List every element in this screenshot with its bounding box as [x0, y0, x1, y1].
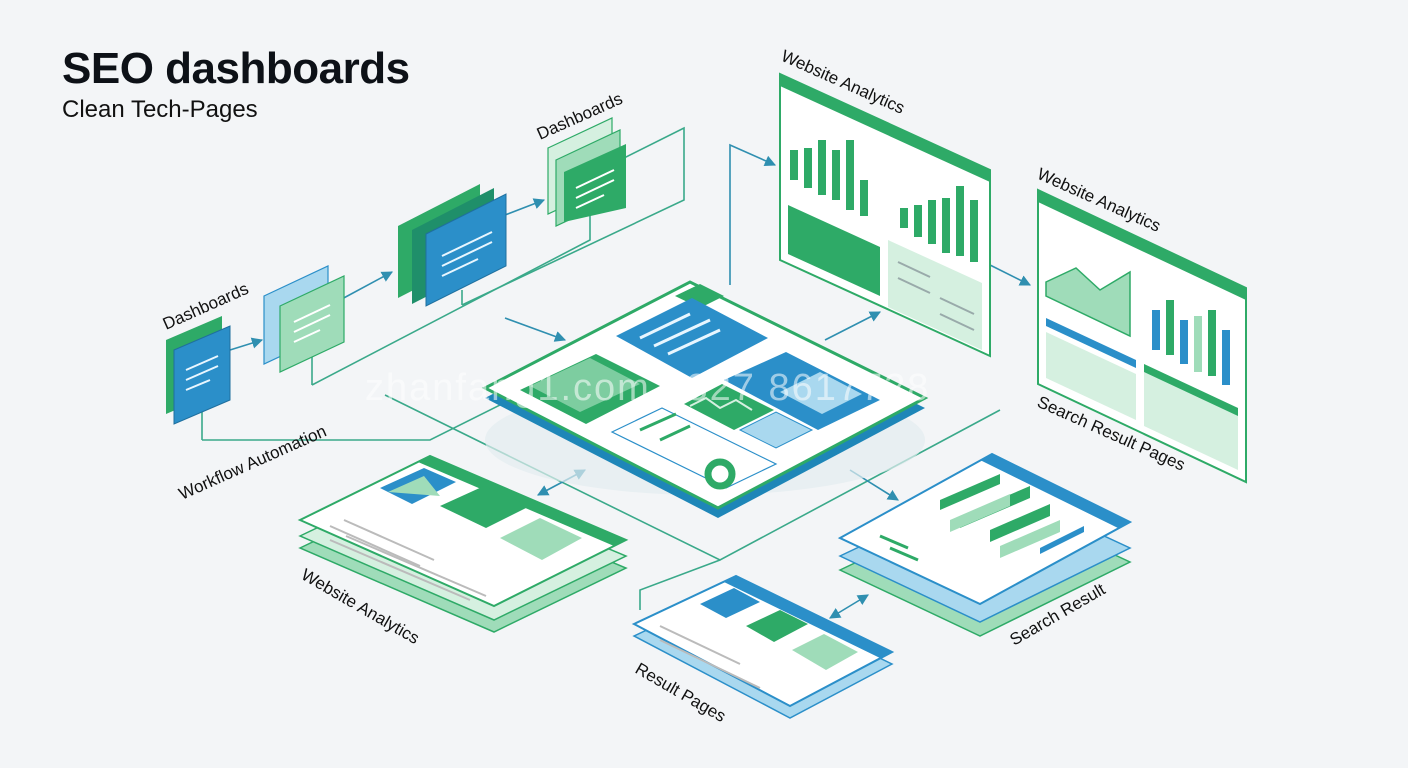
central-dashboard: [481, 280, 929, 518]
page-title: SEO dashboards: [62, 44, 410, 93]
dashboard-card-stack-2: [263, 265, 345, 373]
dashboard-card-stack-4: [547, 117, 626, 227]
website-analytics-window-right: [1037, 188, 1247, 484]
page-subtitle: Clean Tech-Pages: [62, 96, 258, 123]
result-page-bottom-middle: [631, 574, 895, 719]
watermark-text: zhanfang1.com 0327 8617728: [365, 367, 930, 409]
search-result-page-bottom-right: [837, 452, 1133, 637]
dashboard-card-stack-3: [398, 184, 507, 307]
dashboard-card-stack-1: [166, 316, 231, 425]
label-workflow-automation: Workflow Automation: [176, 421, 329, 503]
website-analytics-window-top: [779, 72, 991, 358]
website-analytics-page-bottom-left: [297, 454, 629, 633]
